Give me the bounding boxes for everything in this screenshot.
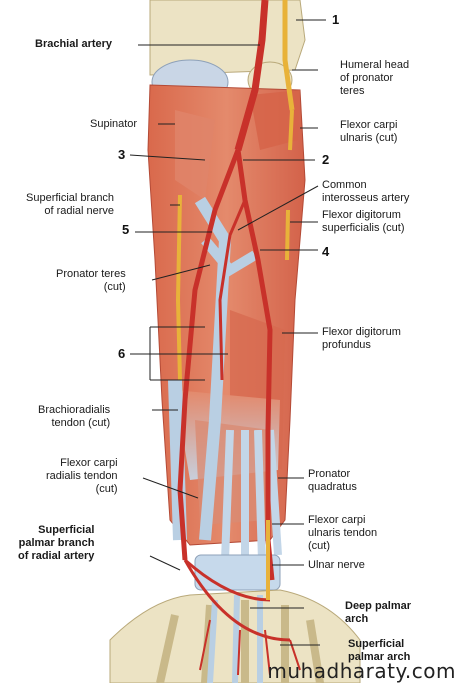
- label-fcu-cut: Flexor carpi ulnaris (cut): [340, 119, 398, 144]
- label-pronator-teres-cut: Pronator teres (cut): [56, 268, 126, 293]
- leader-lines: [129, 19, 326, 646]
- label-fcu-tendon: Flexor carpi ulnaris tendon (cut): [308, 514, 378, 552]
- label-superficial-palmar-arch: Superficial palmar arch: [348, 638, 411, 663]
- label-fcr-tendon: Flexor carpi radialis tendon (cut): [46, 457, 118, 495]
- label-brachioradialis-tendon: Brachioradialis tendon (cut): [38, 404, 111, 429]
- marker-1: 1: [332, 12, 340, 27]
- marker-3: 3: [118, 147, 126, 162]
- label-brachial-artery: Brachial artery: [35, 38, 113, 50]
- label-superficial-palmar-branch: Superficial palmar branch of radial arte…: [18, 524, 95, 562]
- label-fdp: Flexor digitorum profundus: [322, 326, 401, 351]
- marker-6: 6: [118, 346, 126, 361]
- label-fds-cut: Flexor digitorum superficialis (cut): [322, 209, 405, 234]
- label-deep-palmar-arch: Deep palmar arch: [345, 600, 412, 625]
- label-ulnar-nerve: Ulnar nerve: [308, 559, 365, 571]
- marker-2: 2: [322, 152, 330, 167]
- label-common-interosseus: Common interosseus artery: [322, 179, 410, 204]
- marker-4: 4: [322, 244, 330, 259]
- watermark: muhadharaty.com: [267, 659, 456, 683]
- label-superficial-branch-radial-nerve: Superficial branch of radial nerve: [26, 192, 115, 217]
- label-supinator: Supinator: [90, 118, 138, 130]
- nerves: [175, 0, 295, 600]
- label-humeral-head: Humeral head of pronator teres: [340, 59, 410, 97]
- marker-5: 5: [122, 222, 130, 237]
- label-pronator-quadratus: Pronator quadratus: [308, 468, 357, 493]
